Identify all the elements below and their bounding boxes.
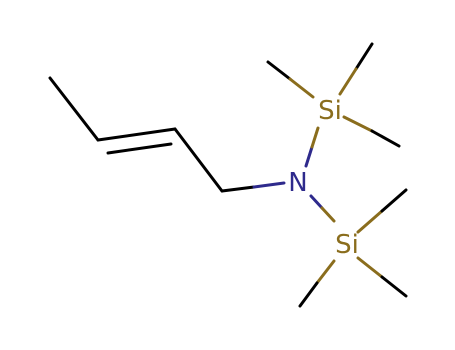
bond-si1-me1-a	[266, 60, 292, 81]
bond-c4-n-a	[220, 185, 256, 193]
bond-si1-me2-a	[354, 42, 374, 71]
atom-si1-label: Si	[318, 96, 342, 126]
bond-n-si2-a	[309, 194, 324, 210]
bond-c3-c4	[173, 127, 224, 193]
bond-n-si1-b	[310, 126, 320, 149]
bond-si2-me2-a	[356, 256, 384, 279]
bond-si2-me3-a	[315, 259, 336, 285]
bond-si1-me2-b	[338, 67, 358, 96]
bond-si2-me1-b	[380, 188, 408, 213]
atom-si2-label: Si	[335, 230, 359, 260]
bond-c2-c3	[96, 127, 177, 142]
bond-n-si1-a	[304, 145, 314, 168]
bond-si1-me1-b	[288, 77, 315, 99]
bond-si1-me3-b	[370, 129, 401, 148]
bond-c4-n-b	[252, 181, 286, 189]
bond-si2-me2-b	[380, 275, 408, 298]
bond-si1-me3-a	[342, 115, 374, 133]
bond-si2-me3-b	[298, 281, 319, 308]
bond-c1-c2	[48, 76, 100, 142]
bond-n-si2-b	[320, 206, 336, 223]
bond-si2-me1-a	[356, 209, 384, 234]
atom-n-label: N	[288, 168, 307, 198]
bond-c2-c3-double	[106, 142, 173, 155]
